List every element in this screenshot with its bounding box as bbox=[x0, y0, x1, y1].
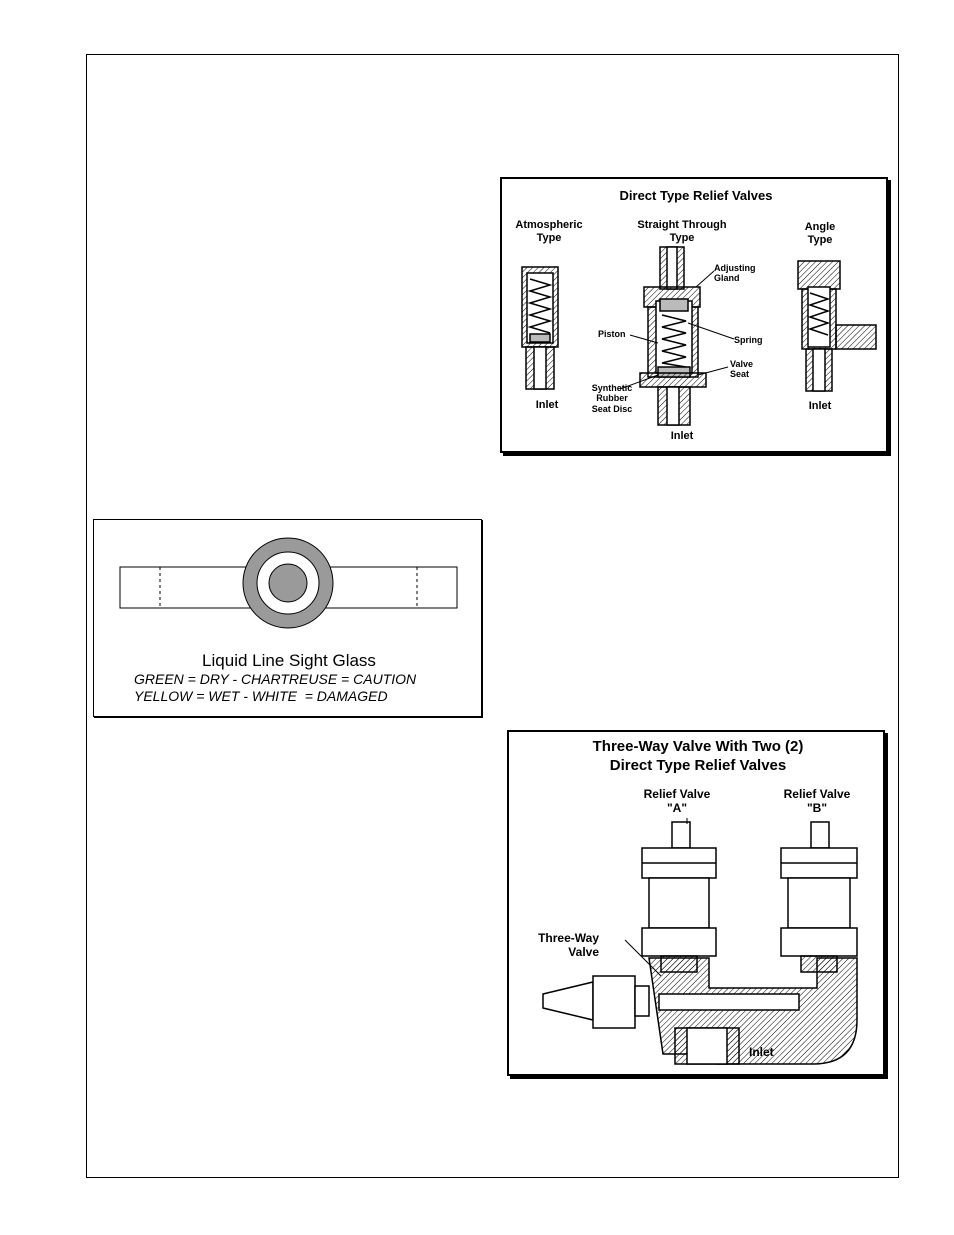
angle-type-label: Angle Type bbox=[804, 221, 836, 246]
three-way-valve-drawing bbox=[542, 818, 858, 1065]
relief-valve-a-label: Relief Valve "A" bbox=[643, 787, 711, 815]
three-way-valve-label: Three-Way Valve bbox=[538, 931, 599, 959]
atmospheric-type-label: Atmospheric Type bbox=[515, 219, 583, 244]
angle-valve-icon bbox=[797, 260, 877, 392]
straight-inlet-label: Inlet bbox=[670, 430, 694, 442]
synthetic-rubber-label: Synthetic Rubber Seat Disc bbox=[591, 383, 633, 414]
relief-valves-drawing bbox=[521, 246, 877, 426]
sight-glass-line1: GREEN = DRY - CHARTREUSE = CAUTION bbox=[134, 671, 417, 687]
three-way-inlet-label: Inlet bbox=[749, 1045, 774, 1059]
three-way-title-line2: Direct Type Relief Valves bbox=[609, 757, 787, 774]
leader-lines bbox=[619, 270, 735, 390]
piston-label: Piston bbox=[598, 329, 626, 339]
relief-valves-figure: Direct Type Relief Valves Atmospheric Ty… bbox=[500, 177, 888, 453]
sight-glass-drawing bbox=[119, 537, 458, 629]
relief-valve-b-icon bbox=[780, 821, 858, 973]
valve-seat-label: Valve Seat bbox=[730, 359, 754, 380]
straight-through-valve-icon bbox=[639, 246, 707, 426]
three-way-valve-figure: Three-Way Valve With Two (2) Direct Type… bbox=[507, 730, 885, 1076]
three-way-title-line1: Three-Way Valve With Two (2) bbox=[592, 738, 804, 755]
sight-glass-title: Liquid Line Sight Glass bbox=[202, 651, 376, 670]
inlet-fitting-icon bbox=[542, 975, 650, 1029]
relief-valve-a-icon bbox=[641, 821, 717, 973]
adjusting-gland-label: Adjusting Gland bbox=[714, 263, 756, 284]
three-way-leader-lines bbox=[624, 818, 688, 977]
three-way-body-icon bbox=[648, 957, 858, 1065]
relief-valves-title: Direct Type Relief Valves bbox=[619, 188, 773, 203]
atmospheric-valve-icon bbox=[521, 266, 559, 390]
sight-glass-figure: Liquid Line Sight Glass GREEN = DRY - CH… bbox=[93, 519, 482, 717]
page-border bbox=[86, 54, 899, 1178]
spring-label: Spring bbox=[734, 335, 763, 345]
angle-inlet-label: Inlet bbox=[808, 400, 832, 412]
sight-glass-line2: YELLOW = WET - WHITE = DAMAGED bbox=[134, 688, 388, 704]
atmospheric-inlet-label: Inlet bbox=[535, 399, 559, 411]
relief-valve-b-label: Relief Valve "B" bbox=[783, 787, 851, 815]
straight-through-type-label: Straight Through Type bbox=[637, 219, 727, 244]
